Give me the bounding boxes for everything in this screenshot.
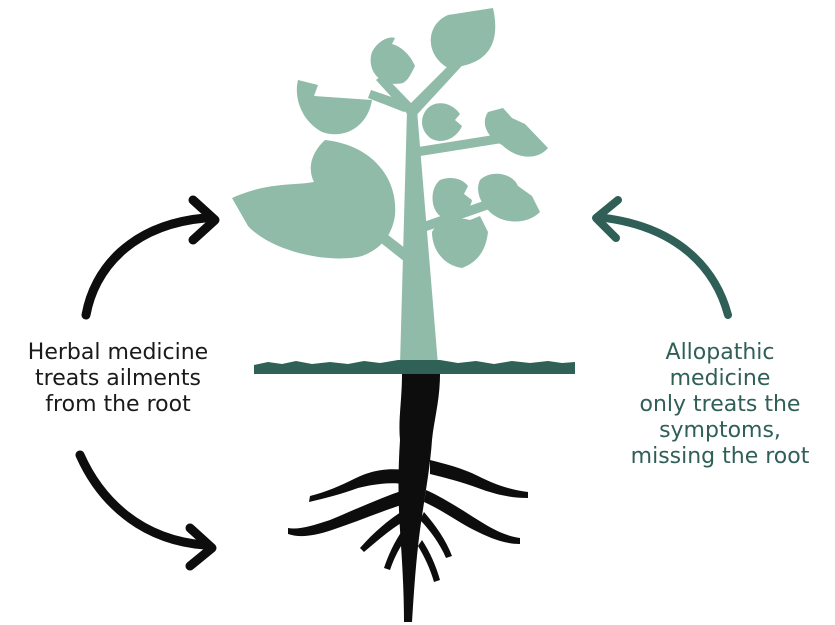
caption-line: Herbal medicine	[27, 340, 209, 365]
tree-leaf	[296, 80, 372, 135]
caption-line: only treats the	[639, 392, 801, 417]
right-arrow-head	[592, 196, 622, 242]
caption-line: from the root	[45, 392, 191, 417]
ground-grass	[254, 360, 575, 374]
tree-leaf	[432, 178, 472, 219]
tree-leaf	[370, 37, 415, 84]
tree-branch	[368, 90, 409, 112]
right-arrow-shaft	[601, 214, 732, 319]
root-branch	[424, 490, 520, 544]
tree-leaf	[430, 8, 496, 68]
root-branch	[418, 540, 440, 582]
tree-roots	[288, 374, 528, 622]
caption-line: Allopathic	[665, 340, 775, 365]
left-arrow-down	[75, 450, 210, 550]
left-arrow-down-head	[185, 523, 217, 571]
root-branch	[360, 510, 406, 552]
left-arrow-up-head	[188, 195, 220, 245]
tree-leaf	[422, 103, 462, 141]
root-branch	[384, 528, 408, 570]
right-arrow	[592, 196, 732, 319]
root-branch	[430, 460, 528, 498]
root-branch	[309, 469, 404, 502]
caption-line: treats ailments	[35, 366, 201, 391]
caption-line: medicine	[669, 366, 771, 391]
tree-leaf	[232, 140, 396, 259]
left-arrows	[75, 195, 220, 571]
ground-line	[254, 360, 575, 374]
tree-leaf	[478, 173, 540, 222]
caption-line: missing the root	[630, 444, 810, 469]
taproot	[398, 374, 440, 622]
tree-leaf	[432, 216, 488, 268]
tree-trunk	[400, 110, 438, 365]
tree-canopy	[232, 8, 548, 365]
herbal-medicine-caption: Herbal medicine treats ailments from the…	[8, 340, 228, 418]
tree-leaf	[484, 108, 548, 157]
caption-line: symptoms,	[659, 418, 781, 443]
root-branch	[420, 512, 452, 558]
root-branch	[288, 490, 404, 537]
allopathic-medicine-caption: Allopathic medicine only treats the symp…	[605, 340, 835, 470]
left-arrow-up	[81, 213, 210, 320]
tree-branch	[412, 134, 502, 157]
